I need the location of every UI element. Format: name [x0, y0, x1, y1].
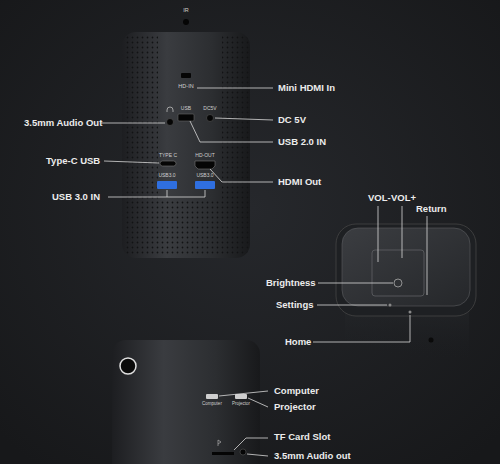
callout-label: Mini HDMI In	[278, 83, 335, 93]
switch-marking: Computer	[202, 402, 222, 407]
callout-label: DC 5V	[278, 115, 306, 125]
callout-label: USB 2.0 IN	[278, 137, 326, 147]
port-marking: USB	[181, 106, 191, 111]
callout-label: Computer	[274, 386, 319, 396]
callout-label: VOL-	[368, 193, 391, 203]
callout-label: Projector	[274, 402, 316, 412]
callout-label: Return	[416, 204, 447, 214]
callout-label: TF Card Slot	[274, 432, 330, 442]
port-marking: HD-OUT	[195, 153, 214, 158]
callout-label: USB 3.0 IN	[52, 192, 100, 202]
port-marking: USB3.0	[196, 173, 213, 178]
callout-label: Home	[285, 337, 311, 347]
port-marking: IR	[183, 8, 189, 14]
callout-label: 3.5mm Audio out	[274, 451, 351, 461]
port-marking: HD-IN	[178, 84, 193, 90]
callout-label: Type-C USB	[46, 156, 100, 166]
callout-label: HDMI Out	[278, 177, 321, 187]
switch-marking: Projector	[232, 402, 250, 407]
port-marking: TYPE C	[159, 153, 177, 158]
callout-label: 3.5mm Audio Out	[24, 118, 102, 128]
port-marking: USB3.0	[158, 173, 175, 178]
callout-label: VOL+	[391, 193, 416, 203]
callout-label: Settings	[276, 300, 313, 310]
callout-label: Brightness	[266, 278, 316, 288]
port-marking: DC5V	[203, 106, 216, 111]
